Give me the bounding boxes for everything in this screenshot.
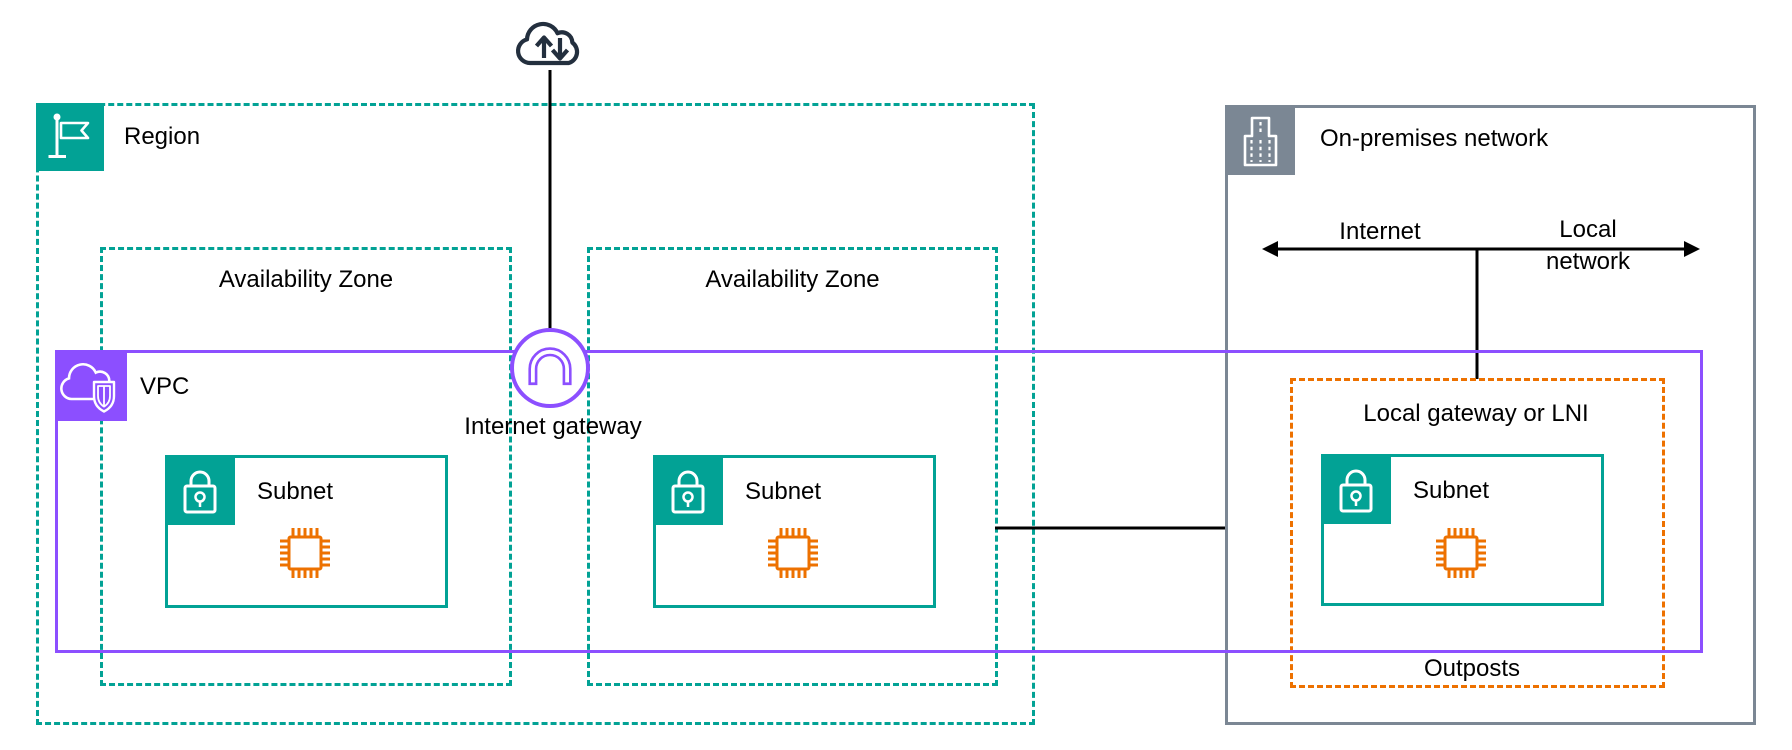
availability-zone-2-label: Availability Zone [705, 266, 880, 293]
on-premises-network-box [1225, 105, 1756, 725]
vpc-cloud-shield-icon [55, 351, 127, 421]
public-internet-cloud-icon [510, 12, 590, 74]
outposts-label: Outposts [1423, 655, 1521, 682]
instance-chip-icon [1433, 525, 1489, 581]
internet-arrow-label: Internet [1339, 218, 1421, 245]
internet-gateway-label: Internet gateway [464, 413, 642, 440]
region-flag-icon [36, 103, 104, 171]
availability-zone-1-box: Availability Zone [100, 247, 512, 686]
instance-chip-icon [765, 525, 821, 581]
subnet-box-az2 [653, 455, 936, 608]
local-gateway-label: Local gateway or LNI [1363, 400, 1589, 427]
subnet-lock-icon [653, 455, 723, 525]
region-label: Region [124, 123, 201, 150]
outposts-box [1290, 378, 1665, 688]
availability-zone-1-label: Availability Zone [218, 266, 394, 293]
local-network-label-line2: network [1545, 248, 1631, 275]
on-premises-building-icon [1225, 105, 1295, 175]
subnet-label: Subnet [745, 478, 822, 505]
on-premises-network-label: On-premises network [1320, 125, 1549, 152]
region-box [36, 103, 1035, 725]
vpc-box [55, 350, 1703, 653]
subnet-box-az1 [165, 455, 448, 608]
local-network-label-line1: Local [1559, 216, 1617, 243]
internet-gateway-icon [510, 328, 590, 408]
subnet-lock-icon [165, 455, 235, 525]
subnet-label: Subnet [257, 478, 334, 505]
subnet-box-outposts [1321, 454, 1604, 606]
subnet-lock-icon [1321, 454, 1391, 524]
availability-zone-2-box: Availability Zone [587, 247, 998, 686]
subnet-label: Subnet [1413, 477, 1490, 504]
instance-chip-icon [277, 525, 333, 581]
vpc-label: VPC [140, 373, 190, 400]
local-network-arrow-label: Local network [1546, 214, 1630, 278]
